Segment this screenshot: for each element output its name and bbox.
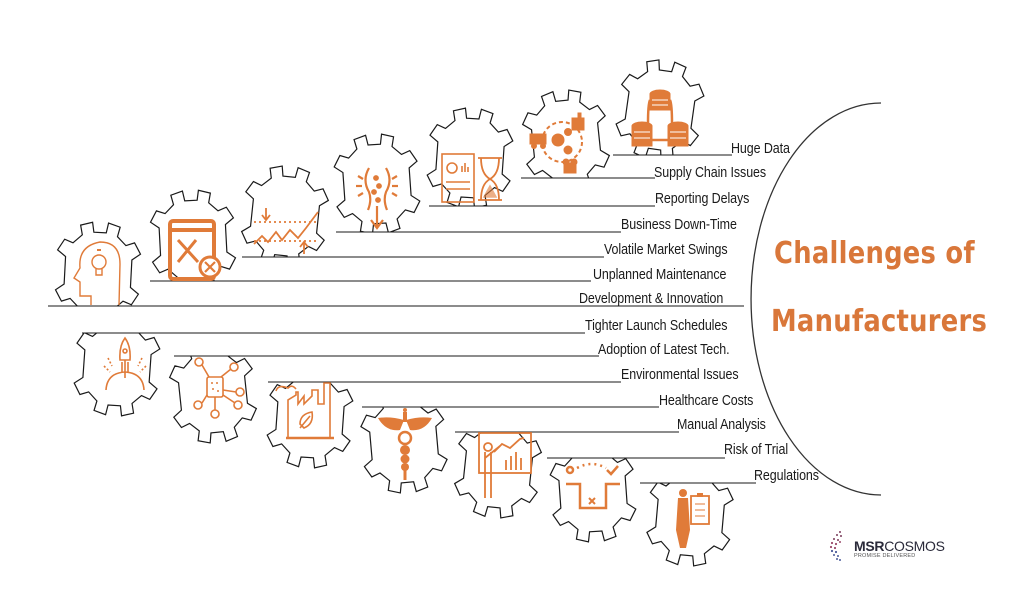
market-zigzag-chart-icon [253,208,319,254]
label-adoption-latest-tech: Adoption of Latest Tech. [598,342,730,358]
label-volatile-market-swings: Volatile Market Swings [604,242,728,258]
logo-tagline: PROMISE DELIVERED [854,553,916,559]
presenter-chart-icon [478,432,532,498]
gear-development-innovation [53,219,143,306]
pitfall-risk-icon [565,462,620,510]
label-supply-chain-issues: Supply Chain Issues [654,165,767,181]
gear-risk-of-trial [547,458,639,545]
head-lightbulb-icon [73,241,121,306]
globe-logo-icon [829,531,842,561]
caduceus-icon [378,408,432,480]
label-reporting-delays: Reporting Delays [655,191,750,207]
tools-error-icon [168,219,222,281]
flow-constriction-icon [356,167,398,230]
supply-chain-gears-icon [529,112,585,174]
label-environmental-issues: Environmental Issues [621,367,739,383]
gear-unplanned-maintenance [148,187,238,281]
factory-leaf-icon [275,382,334,440]
label-business-down-time: Business Down-Time [621,217,737,233]
gear-volatile-market [237,161,333,257]
rocket-launch-icon [103,336,147,391]
report-hourglass-icon [441,153,502,203]
label-risk-of-trial: Risk of Trial [724,442,789,458]
title-semicircle-arc [750,102,882,496]
label-tighter-launch-schedules: Tighter Launch Schedules [585,318,728,334]
label-huge-data: Huge Data [731,141,790,157]
label-manual-analysis: Manual Analysis [677,417,766,433]
title-line-1: Challenges of [774,236,975,271]
label-regulations: Regulations [754,468,819,484]
person-clipboard-icon [676,489,710,548]
circuit-chip-icon [193,357,245,419]
database-network-icon [631,89,689,147]
gear-regulations [643,483,737,570]
label-development-innovation: Development & Innovation [579,291,724,307]
label-unplanned-maintenance: Unplanned Maintenance [593,267,727,283]
title-line-2: Manufacturers [771,304,988,339]
gear-tighter-launch [71,333,163,419]
logo-wordmark: MSRCOSMOS [854,538,945,554]
label-healthcare-costs: Healthcare Costs [659,393,754,409]
msrcosmos-logo: MSRCOSMOS PROMISE DELIVERED [826,528,956,564]
